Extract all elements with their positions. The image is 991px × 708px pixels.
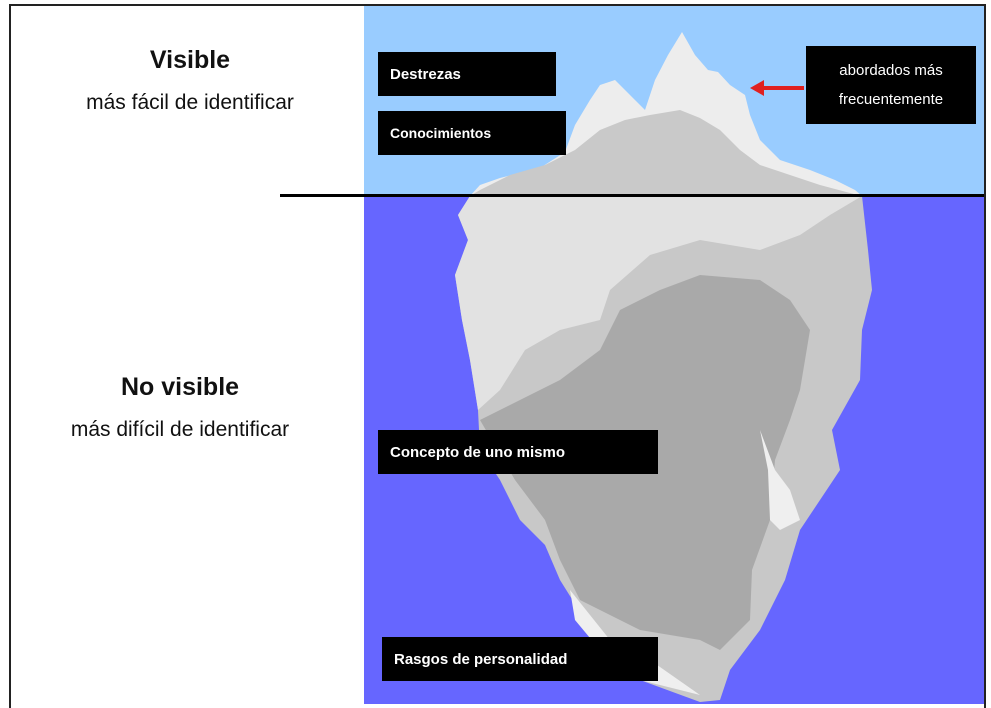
hidden-title: No visible — [120, 373, 240, 401]
callout-line-1: abordados más — [839, 62, 943, 79]
callout-arrow-head — [750, 80, 764, 96]
label-knowledge: Conocimientos — [378, 111, 566, 155]
label-personality: Rasgos de personalidad — [382, 637, 658, 681]
hidden-subtitle: más difícil de identificar — [70, 418, 290, 441]
diagram-frame — [9, 4, 986, 708]
visible-title: Visible — [149, 46, 231, 74]
visible-heading: Visible más fácil de identificar — [30, 46, 350, 115]
hidden-heading: No visible más difícil de identificar — [10, 373, 350, 442]
iceberg-underwater-light — [455, 196, 862, 410]
visible-subtitle: más fácil de identificar — [86, 91, 294, 114]
callout-box: abordados más frecuentemente — [806, 46, 976, 124]
label-self-concept: Concepto de uno mismo — [378, 430, 658, 474]
water-line — [280, 194, 984, 197]
iceberg-tip-shadow — [470, 110, 862, 196]
callout-line-2: frecuentemente — [838, 91, 944, 108]
label-skills: Destrezas — [378, 52, 556, 96]
